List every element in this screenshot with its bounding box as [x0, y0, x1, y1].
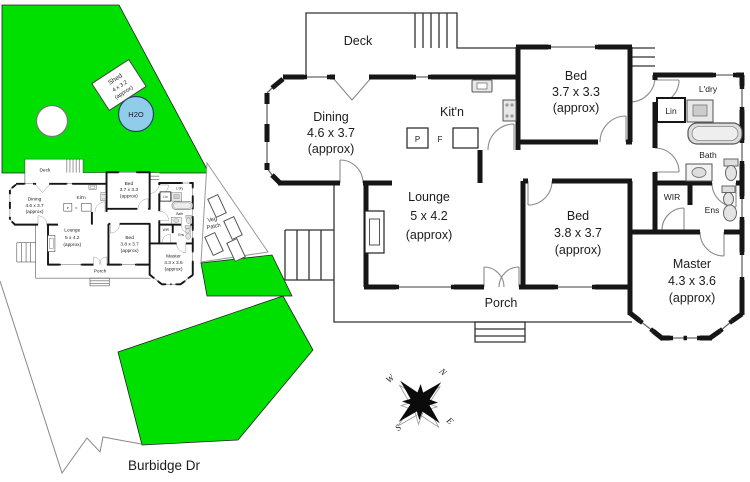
compass-star — [398, 380, 442, 424]
mini-floorplan — [8, 158, 195, 287]
compass-east-label: E — [444, 415, 456, 427]
tree-circle — [35, 104, 69, 138]
veg-patch-label-1: Veg — [207, 216, 218, 224]
pool-label: H2O — [128, 110, 144, 119]
property-boundary — [0, 280, 142, 475]
compass-west-label: W — [384, 372, 397, 385]
site-plan: Veg Patch Shed 4 x 3.2 (approx) H2O — [0, 4, 314, 475]
street-name-label: Burbidge Dr — [128, 458, 201, 473]
main-floorplan — [267, 13, 744, 342]
compass-rose: W N S E — [384, 365, 456, 433]
compass-south-label: S — [393, 422, 403, 433]
veg-patch-label-2: Patch — [206, 223, 221, 232]
lawn-veg-strip — [200, 254, 293, 297]
pool: H2O — [117, 95, 155, 133]
veg-patch: Veg Patch — [200, 161, 269, 263]
compass-north-label: N — [437, 365, 450, 378]
lawn-lower — [117, 295, 314, 446]
